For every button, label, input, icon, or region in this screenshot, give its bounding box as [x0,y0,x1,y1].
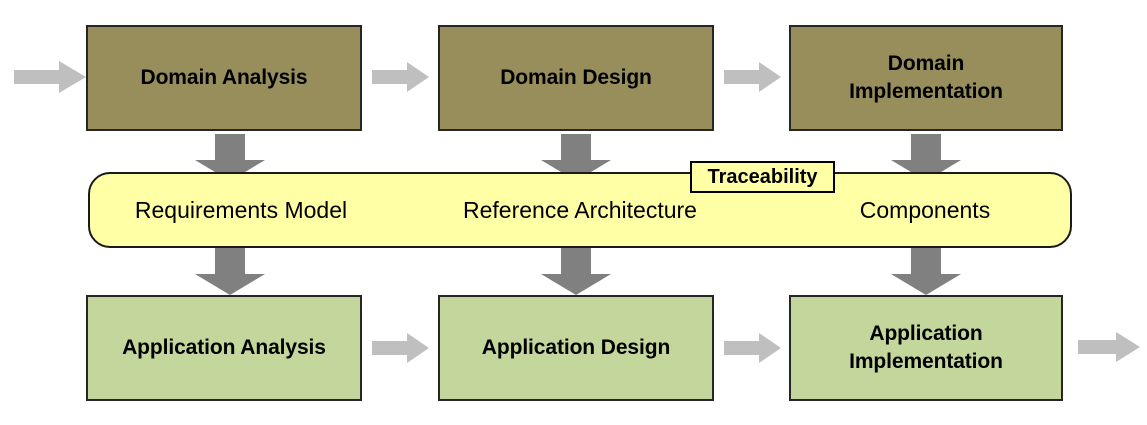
domain-design-box[interactable]: Domain Design [438,25,714,131]
artifact-reference-architecture-label: Reference Architecture [463,196,697,223]
reference-architecture-to-application-design-arrow-down-icon [541,248,611,295]
domain-design-to-reference-architecture-arrow-down-icon [541,134,611,181]
application-implementation-label: Application Implementation [849,322,1003,373]
domain-analysis-box[interactable]: Domain Analysis [86,25,362,131]
exit-arrow-right-icon [1078,332,1140,362]
application-design-label: Application Design [481,336,671,360]
traceability-tag[interactable]: Traceability [690,161,835,193]
requirements-model-to-application-analysis-arrow-down-icon [195,248,265,295]
artifact-band: Requirements Model Reference Architectur… [88,172,1072,248]
domain-implementation-label: Domain Implementation [849,52,1003,103]
domain-analysis-to-requirements-model-arrow-down-icon [195,134,265,181]
application-analysis-to-design-arrow-right-icon [372,333,429,363]
domain-implementation-box[interactable]: Domain Implementation [789,25,1063,131]
entry-arrow-right-icon [14,61,86,93]
domain-analysis-label: Domain Analysis [140,66,308,90]
application-implementation-box[interactable]: Application Implementation [789,295,1063,401]
application-design-box[interactable]: Application Design [438,295,714,401]
application-analysis-box[interactable]: Application Analysis [86,295,362,401]
application-design-to-implementation-arrow-right-icon [724,333,781,363]
application-analysis-label: Application Analysis [122,336,326,360]
domain-design-label: Domain Design [500,66,652,90]
components-to-application-implementation-arrow-down-icon [891,248,961,295]
artifact-requirements-model-label: Requirements Model [134,196,348,223]
domain-implementation-to-components-arrow-down-icon [891,134,961,181]
domain-design-to-implementation-arrow-right-icon [724,62,781,92]
domain-analysis-to-design-arrow-right-icon [372,62,429,92]
artifact-components-label: Components [859,196,991,223]
